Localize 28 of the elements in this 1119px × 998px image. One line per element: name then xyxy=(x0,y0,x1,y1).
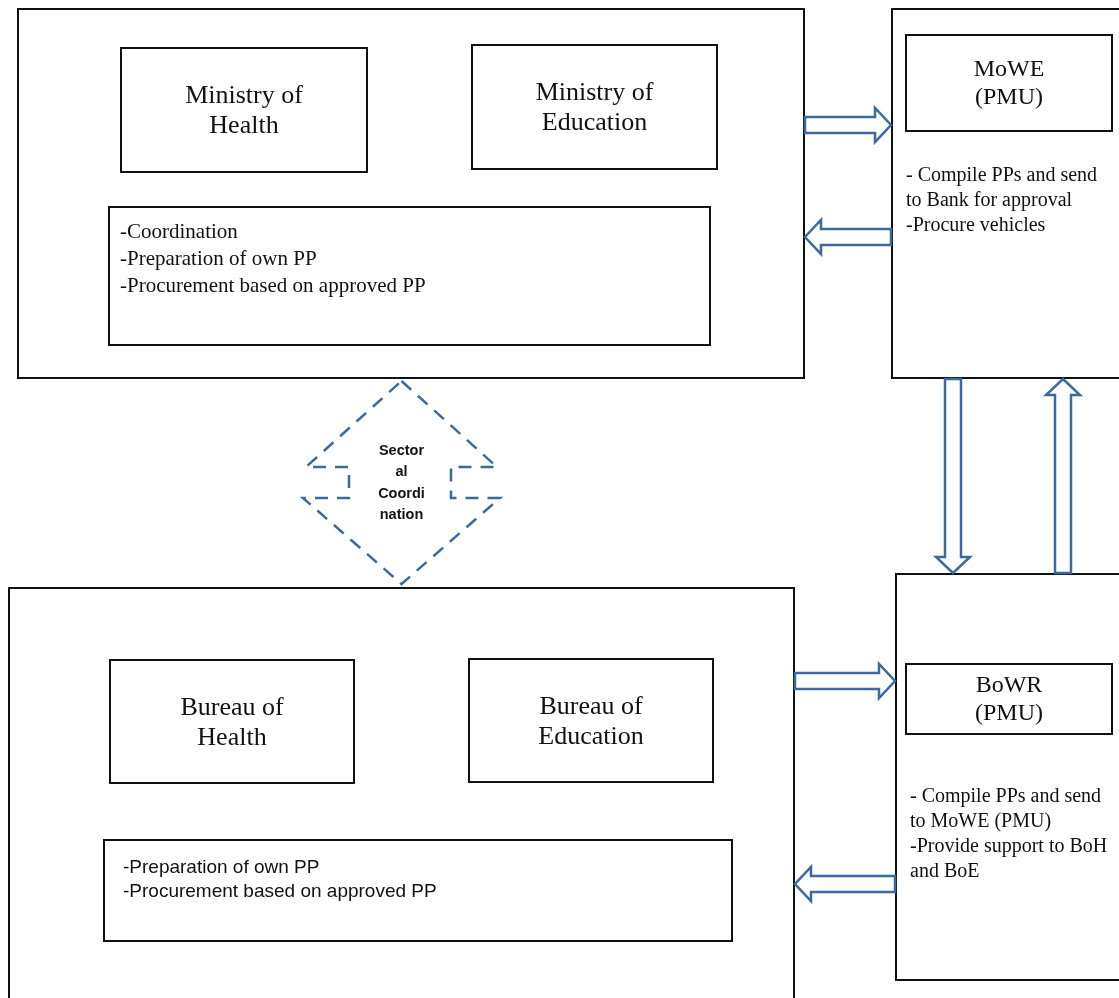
block-arrow xyxy=(1042,377,1084,575)
task-text: - Compile PPs and send to MoWE (PMU) xyxy=(910,783,1103,833)
ministry-box: Ministry of Health xyxy=(120,47,368,173)
unit-panel xyxy=(895,573,1119,981)
unit-panel xyxy=(891,8,1119,379)
organisation-box xyxy=(17,8,805,379)
block-arrow xyxy=(793,660,897,702)
task-list-box xyxy=(108,206,711,346)
organisation-box xyxy=(8,587,795,998)
task-text: - Compile PPs and send to Bank for approval xyxy=(906,162,1099,212)
block-arrow xyxy=(803,216,893,258)
block-arrow xyxy=(793,863,897,905)
task-text: -Preparation of own PP xyxy=(123,855,320,879)
task-text: -Coordination xyxy=(120,218,238,245)
bureau-box: Bureau of Education xyxy=(468,658,714,783)
block-arrow xyxy=(803,104,893,146)
block-arrow xyxy=(932,377,974,575)
ministry-box: Ministry of Education xyxy=(471,44,718,170)
unit-title-box: BoWR (PMU) xyxy=(905,663,1113,735)
task-text: -Provide support to BoH and BoE xyxy=(910,833,1109,883)
diamond-label: Sectoral Coordination xyxy=(377,441,426,524)
task-text: -Preparation of own PP xyxy=(120,244,317,272)
unit-title-box: MoWE (PMU) xyxy=(905,34,1113,132)
task-text: -Procurement based on approved PP xyxy=(123,879,437,904)
task-text: -Procure vehicles xyxy=(906,212,1046,237)
task-list-box xyxy=(103,839,733,942)
bureau-box: Bureau of Health xyxy=(109,659,355,784)
task-text: -Procurement based on approved PP xyxy=(120,271,426,299)
